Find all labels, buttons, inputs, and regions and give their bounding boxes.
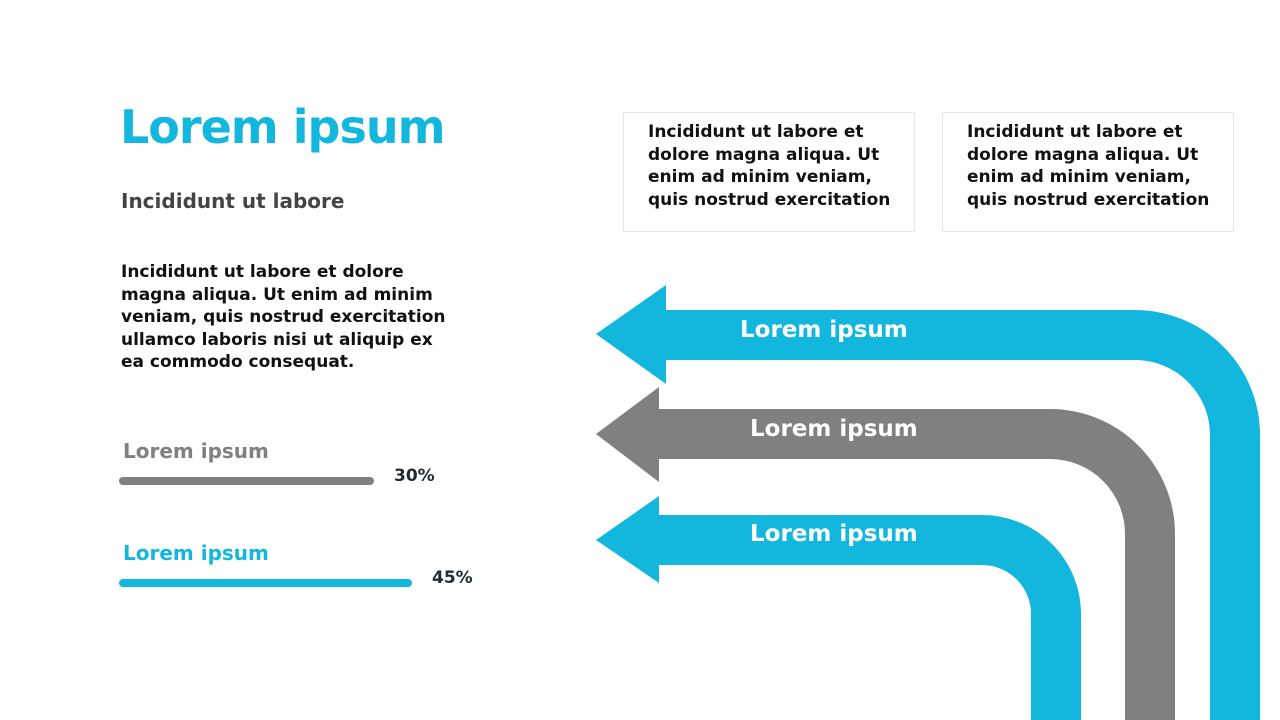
progress-bar-1 xyxy=(119,477,374,485)
progress-label-1: Lorem ipsum xyxy=(123,439,269,463)
progress-label-2: Lorem ipsum xyxy=(123,541,269,565)
arrow-3 xyxy=(596,496,1081,720)
progress-value-1: 30% xyxy=(394,466,435,486)
arrow-label-3: Lorem ipsum xyxy=(750,521,918,547)
text-box-2: Incididunt ut labore et dolore magna ali… xyxy=(942,112,1234,232)
progress-value-2: 45% xyxy=(432,568,473,588)
progress-bar-2 xyxy=(119,579,412,587)
page-subtitle: Incididunt ut labore xyxy=(121,189,345,213)
arrow-label-2: Lorem ipsum xyxy=(750,416,918,442)
body-paragraph: Incididunt ut labore et dolore magna ali… xyxy=(121,262,446,372)
page-title: Lorem ipsum xyxy=(120,100,445,154)
arrow-1 xyxy=(596,285,1260,720)
arrow-label-1: Lorem ipsum xyxy=(740,317,908,343)
arrow-2 xyxy=(596,387,1175,720)
text-box-1: Incididunt ut labore et dolore magna ali… xyxy=(623,112,915,232)
